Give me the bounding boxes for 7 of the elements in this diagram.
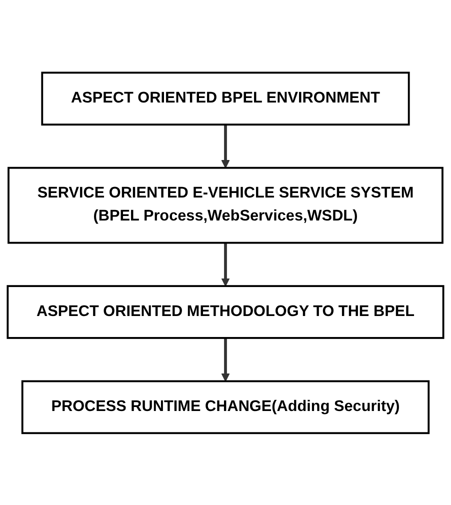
node-box: PROCESS RUNTIME CHANGE(Adding Security) bbox=[21, 380, 430, 434]
node-box: ASPECT ORIENTED BPEL ENVIRONMENT bbox=[41, 71, 410, 126]
arrow bbox=[221, 338, 230, 382]
node-box: SERVICE ORIENTED E-VEHICLE SERVICE SYSTEM (BPEL Process,WebServices,WSDL) bbox=[8, 166, 444, 244]
node-box: ASPECT ORIENTED METHODOLOGY TO THE BPEL bbox=[6, 284, 444, 339]
arrow bbox=[221, 124, 230, 168]
arrow bbox=[221, 242, 230, 286]
